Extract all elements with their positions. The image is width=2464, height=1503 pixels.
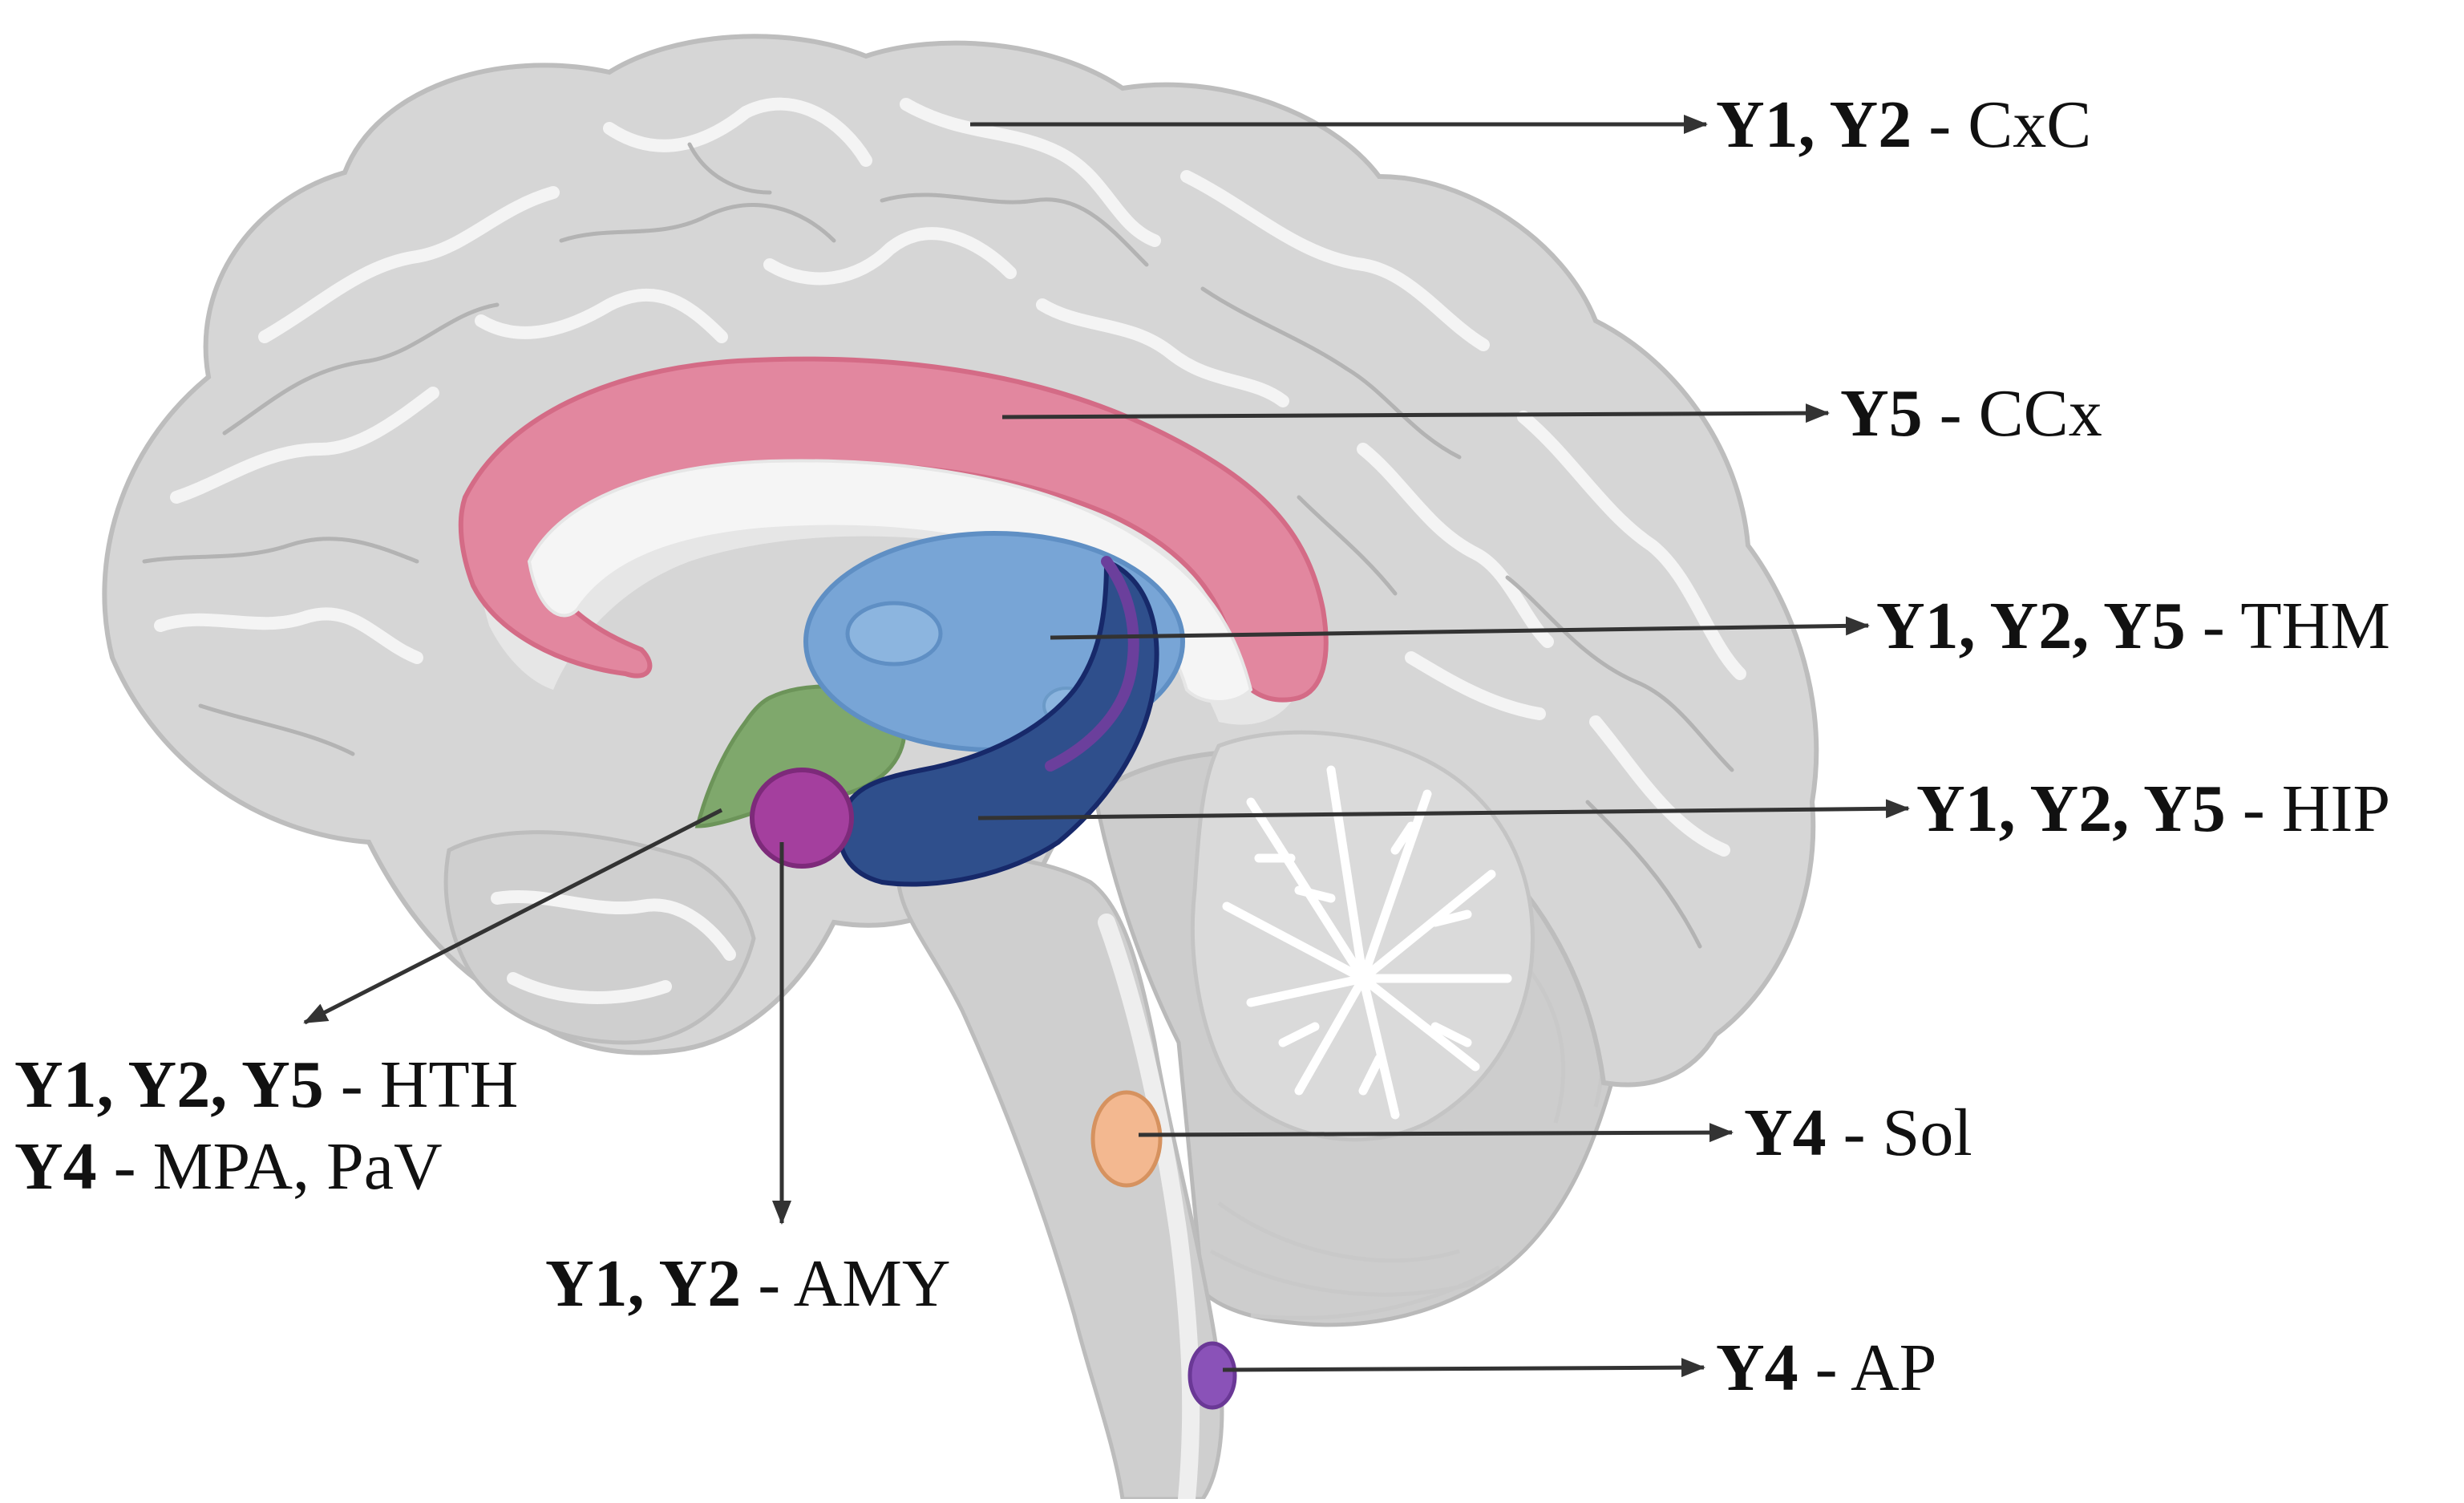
label-hip-separator: - [2226,772,2282,846]
arrow-hth [303,808,723,1025]
label-amy-separator: - [741,1246,793,1321]
label-mpa-pav-separator: - [97,1129,153,1204]
label-thm-region: THM [2240,589,2390,663]
label-cxc-receptors: Y1, Y2 [1716,87,1912,162]
arbor-vitae [1190,730,1535,1142]
cerebellum-folia-outer [1209,913,1606,1320]
label-ccx: Y5 - CCx [1840,376,2102,451]
label-cxc-separator: - [1912,87,1968,162]
label-hip: Y1, Y2, Y5 - HIP [1916,772,2390,846]
label-sol-separator: - [1827,1096,1883,1170]
label-hip-region: HIP [2282,772,2390,846]
arrow-ccx [1001,403,1830,423]
label-thm: Y1, Y2, Y5 - THM [1876,589,2390,663]
corpus-callosum [527,459,1253,703]
arrow-sol [1138,1123,1734,1143]
label-thm-receptors: Y1, Y2, Y5 [1876,589,2186,663]
sulci [142,142,1734,949]
label-cxc-region: CxC [1968,87,2091,162]
label-mpa-pav-region: MPA, PaV [153,1129,443,1204]
label-mpa-pav: Y4 - MPA, PaV [14,1129,443,1204]
label-amy: Y1, Y2 - AMY [545,1246,951,1321]
arrow-thm [1050,616,1870,640]
arrow-hip [977,799,1910,820]
label-sol-receptors: Y4 [1744,1096,1827,1170]
label-amy-region: AMY [794,1246,951,1321]
label-amy-receptors: Y1, Y2 [545,1246,741,1321]
label-hth-receptors: Y1, Y2, Y5 [14,1047,324,1122]
label-ap-separator: - [1798,1331,1851,1405]
arrows [303,115,1910,1378]
label-ap: Y4 - AP [1716,1331,1936,1405]
arrow-ap [1222,1358,1705,1378]
gyri [154,97,1746,1004]
amygdala [750,768,854,869]
label-sol-region: Sol [1883,1096,1972,1170]
label-hip-receptors: Y1, Y2, Y5 [1916,772,2226,846]
label-thm-separator: - [2186,589,2240,663]
brain-illustration [102,34,1819,1503]
thalamus-nucleus [845,601,943,666]
label-mpa-pav-receptors: Y4 [14,1129,97,1204]
label-ccx-region: CCx [1979,376,2102,451]
label-hth: Y1, Y2, Y5 - HTH [14,1047,518,1122]
label-cxc: Y1, Y2 - CxC [1716,87,2091,162]
labels: Y1, Y2 - CxC Y5 - CCx Y1, Y2, Y5 - THM Y… [14,87,2390,1405]
label-sol: Y4 - Sol [1744,1096,1972,1170]
label-ap-receptors: Y4 [1716,1331,1798,1405]
hippocampus-fornix [1045,556,1139,772]
temporal-lobe [443,830,756,1045]
hippocampus [837,557,1159,887]
cingulate-cortex [458,356,1329,703]
solitary-nucleus [1090,1090,1163,1188]
label-ccx-receptors: Y5 [1840,376,1923,451]
brainstem-highlight [1098,914,1200,1503]
area-postrema [1187,1341,1237,1410]
label-ap-region: AP [1851,1331,1936,1405]
label-ccx-separator: - [1923,376,1979,451]
label-hth-separator: - [324,1047,380,1122]
label-hth-region: HTH [380,1047,519,1122]
